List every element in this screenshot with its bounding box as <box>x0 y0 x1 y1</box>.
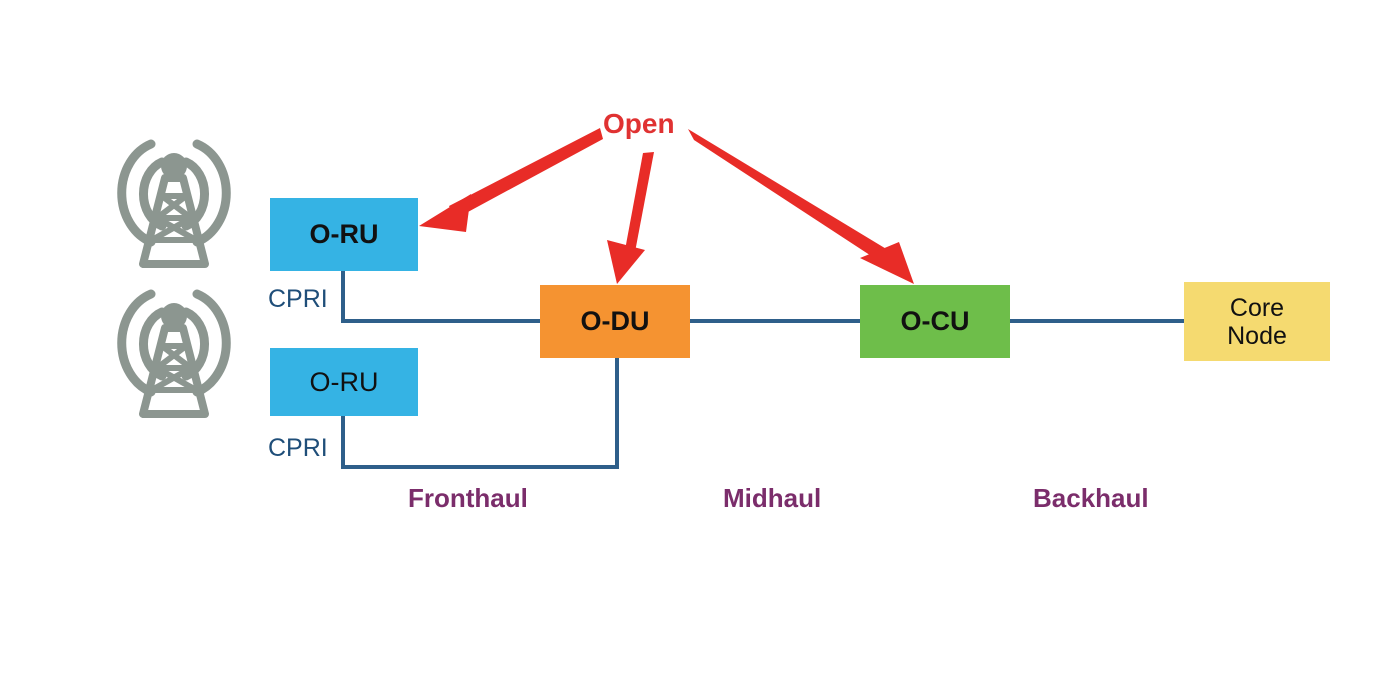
link-label-cpri-bottom: CPRI <box>268 434 328 462</box>
arrow-open-to-odu <box>607 152 654 284</box>
link-label-cpri-top: CPRI <box>268 285 328 313</box>
segment-label-backhaul: Backhaul <box>1033 483 1149 513</box>
arrow-open-to-oru <box>419 128 603 232</box>
cell-tower-icon <box>117 289 231 418</box>
segment-label-fronthaul: Fronthaul <box>408 483 528 513</box>
arrow-open-to-ocu <box>688 129 914 284</box>
open-annotation-label: Open <box>603 108 675 139</box>
link-oru-bottom-to-odu <box>341 358 619 469</box>
link-oru-top-to-odu <box>341 271 540 323</box>
segment-label-midhaul: Midhaul <box>723 483 822 513</box>
cell-tower-icon <box>117 139 231 268</box>
